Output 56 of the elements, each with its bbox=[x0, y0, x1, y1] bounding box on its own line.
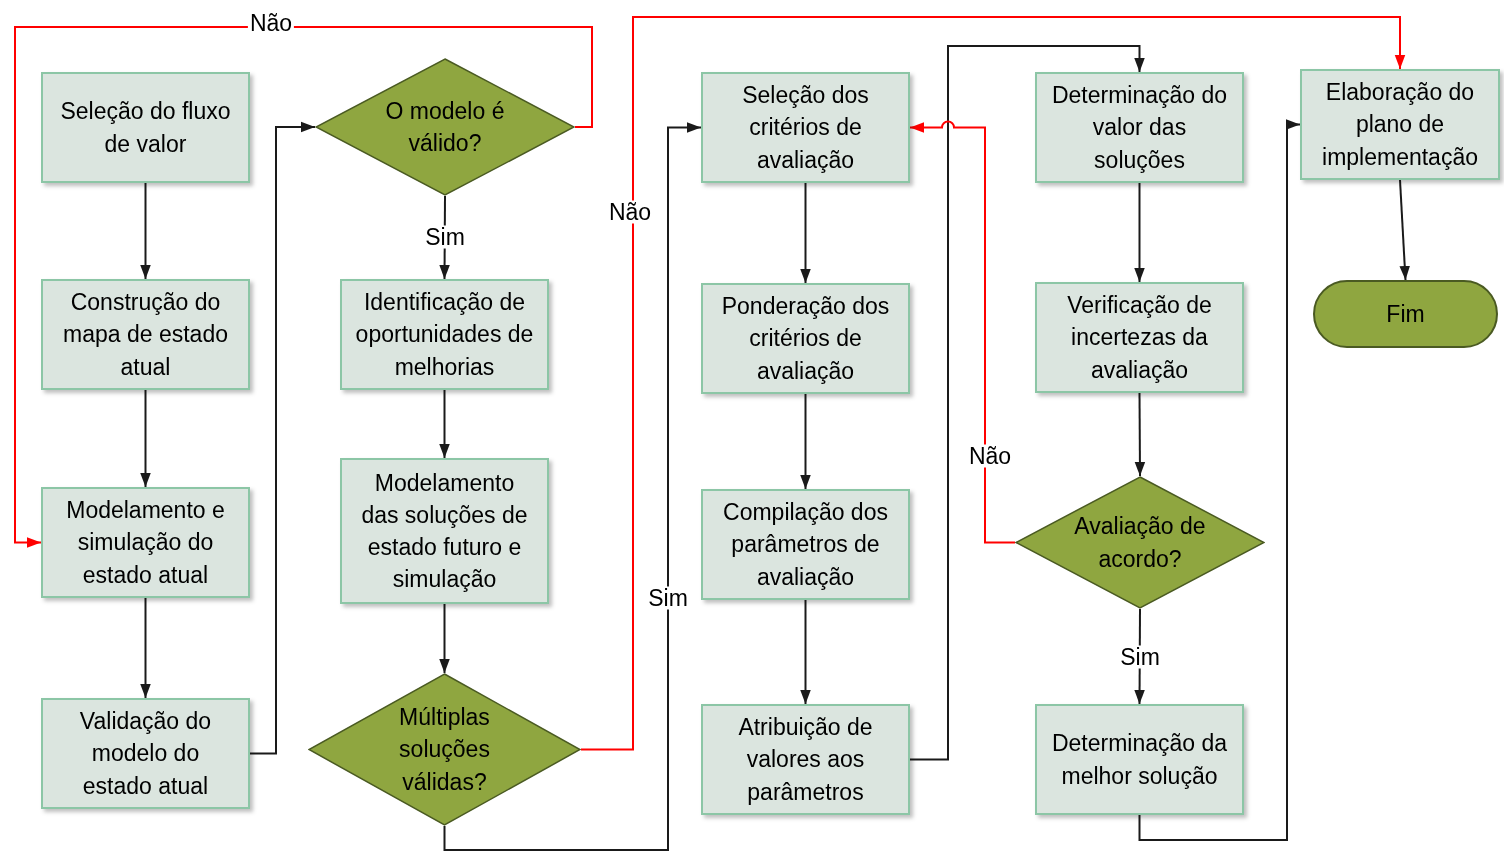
decision-diamond bbox=[308, 673, 581, 826]
node-text: Seleção dos critérios de avaliação bbox=[741, 81, 870, 175]
process-box bbox=[41, 487, 250, 598]
arrow bbox=[800, 182, 811, 284]
edge-label: Sim bbox=[423, 225, 467, 249]
process-box bbox=[1035, 72, 1244, 183]
node-text: Avaliação de acordo? bbox=[1073, 512, 1207, 574]
decision-diamond bbox=[315, 58, 575, 196]
arrow bbox=[443, 122, 702, 851]
node-text: Modelamento das soluções de estado futuro e simulação bbox=[360, 468, 529, 595]
arrow bbox=[140, 182, 151, 280]
arrow bbox=[909, 45, 1145, 761]
edge-label: Sim bbox=[1118, 645, 1162, 669]
arrow bbox=[439, 603, 450, 674]
arrow bbox=[14, 26, 593, 548]
node-text: Compilação dos parâmetros de avaliação bbox=[722, 498, 889, 592]
edge-label: Sim bbox=[646, 586, 690, 610]
process-box bbox=[41, 698, 250, 809]
node-text: Construção do mapa de estado atual bbox=[62, 288, 229, 382]
arrow bbox=[249, 121, 316, 755]
arrow bbox=[800, 393, 811, 490]
arrow bbox=[909, 120, 1016, 544]
process-box bbox=[701, 283, 910, 394]
node-text: Seleção do fluxo de valor bbox=[59, 97, 232, 159]
node-text: Determinação do valor das soluções bbox=[1050, 81, 1229, 175]
node-text: Validação do modelo do estado atual bbox=[78, 707, 213, 801]
node-text: Determinação da melhor solução bbox=[1050, 729, 1229, 791]
arrow bbox=[1138, 119, 1301, 841]
node-text: Identificação de oportunidades de melhorias bbox=[354, 288, 535, 382]
arrow bbox=[140, 597, 151, 699]
arrow bbox=[580, 16, 1406, 751]
node-text: Múltiplas soluções válidas? bbox=[398, 703, 491, 797]
process-box bbox=[41, 72, 250, 183]
node-text: Ponderação dos critérios de avaliação bbox=[720, 292, 891, 386]
arrow bbox=[1134, 392, 1146, 477]
process-box bbox=[1300, 69, 1500, 180]
process-box bbox=[41, 279, 250, 390]
decision-diamond bbox=[1015, 476, 1265, 609]
arrow bbox=[140, 389, 151, 488]
process-box bbox=[1035, 704, 1244, 815]
arrow bbox=[800, 599, 811, 705]
node-text: Atribuição de valores aos parâmetros bbox=[737, 713, 874, 807]
process-box bbox=[701, 72, 910, 183]
process-box bbox=[701, 704, 910, 815]
node-text: O modelo é válido? bbox=[384, 96, 506, 158]
process-box bbox=[701, 489, 910, 600]
node-text: Fim bbox=[1386, 299, 1425, 329]
process-box bbox=[1035, 282, 1244, 393]
node-text: Verificação de incertezas da avaliação bbox=[1066, 291, 1213, 385]
node-text: Modelamento e simulação do estado atual bbox=[65, 496, 226, 590]
arrow bbox=[439, 389, 450, 459]
arrow bbox=[1134, 182, 1145, 283]
node-text: Elaboração do plano de implementação bbox=[1321, 78, 1479, 172]
process-box bbox=[340, 279, 549, 390]
arrow bbox=[1399, 179, 1410, 281]
process-box bbox=[340, 458, 549, 604]
